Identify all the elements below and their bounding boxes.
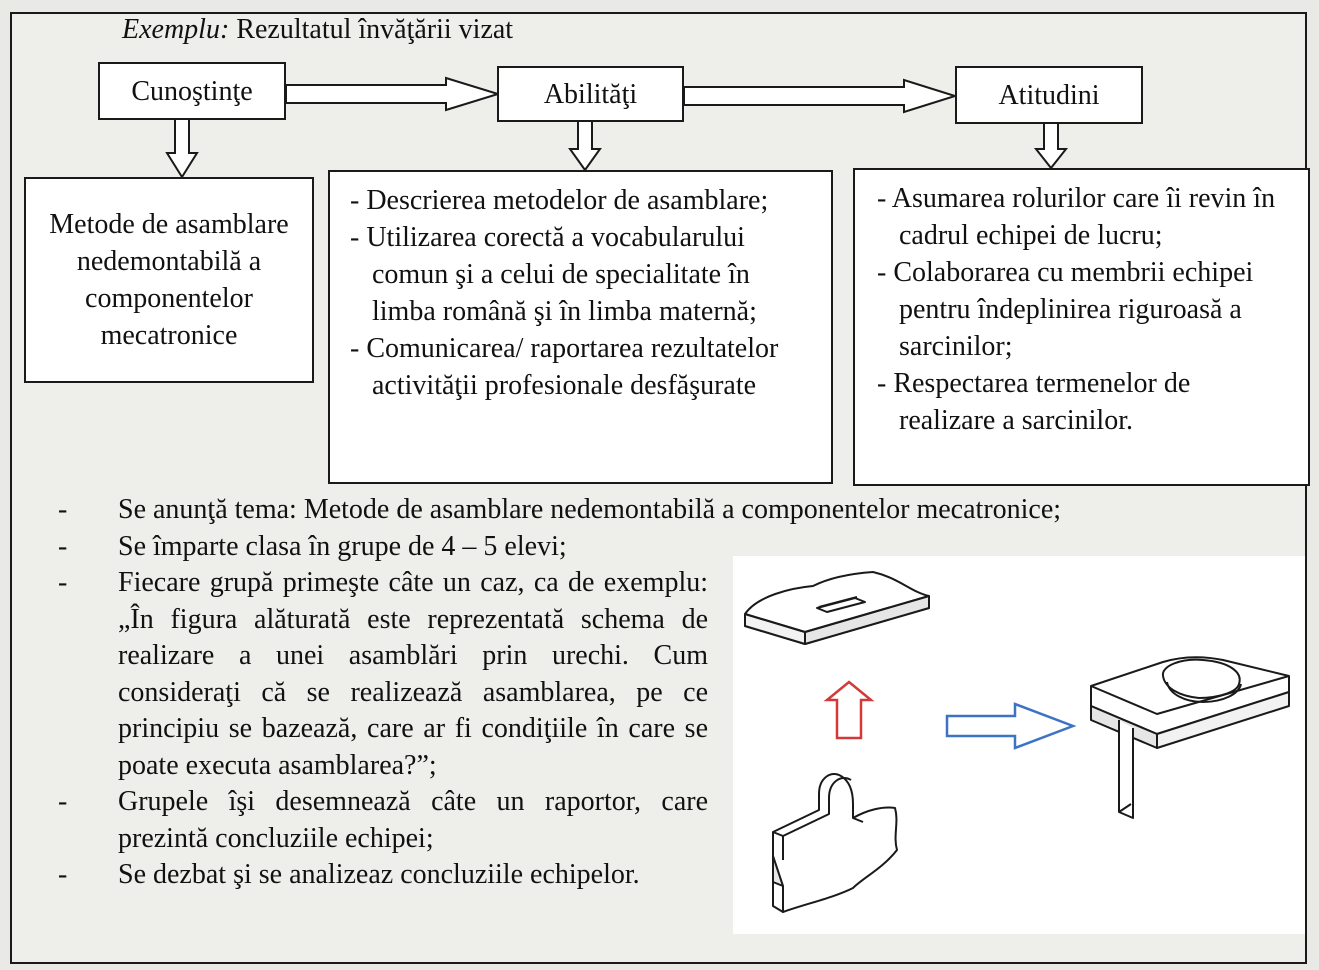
example-title: Exemplu: Rezultatul învăţării vizat: [122, 14, 513, 46]
skills-item: - Descrierea metodelor de asamblare;: [350, 185, 769, 216]
attitudes-item: - Asumarea rolurilor care îi revin în ca…: [877, 183, 1276, 251]
example-title-text: Rezultatul învăţării vizat: [236, 14, 514, 45]
step-bullet: -: [58, 494, 68, 525]
step-bullet: -: [58, 859, 68, 890]
activity-steps-list: - Se anunţă tema: Metode de asamblare ne…: [58, 492, 1298, 894]
step-text: Se anunţă tema: Metode de asamblare nede…: [118, 494, 1062, 525]
attitudes-item: - Colaborarea cu membrii echipei pentru …: [877, 257, 1254, 362]
red-up-arrow: [823, 680, 875, 740]
blue-right-arrow: [945, 702, 1077, 750]
activity-step: - Fiecare grupă primeşte câte un caz, ca…: [58, 565, 708, 784]
activity-step: - Se împarte clasa în grupe de 4 – 5 ele…: [58, 529, 1298, 566]
slotted-plate-figure: [744, 571, 930, 645]
assembly-illustration: [733, 556, 1305, 934]
knowledge-header-label: Cunoştinţe: [131, 75, 253, 107]
skills-header-box: Abilităţi: [497, 66, 684, 122]
knowledge-content-text: Metode de asamblare nedemontabilă a comp…: [49, 209, 289, 351]
skills-item: - Utilizarea corectă a vocabularului com…: [350, 222, 757, 327]
knowledge-content-box: Metode de asamblare nedemontabilă a comp…: [24, 177, 314, 383]
attitudes-header-label: Atitudini: [998, 79, 1100, 111]
skills-header-label: Abilităţi: [543, 78, 638, 110]
skills-item: - Comunicarea/ raportarea rezultatelor a…: [350, 333, 779, 401]
attitudes-content-box: - Asumarea rolurilor care îi revin în ca…: [853, 168, 1310, 486]
step-bullet: -: [58, 530, 68, 562]
tab-part-figure: [772, 773, 898, 913]
activity-step: - Se dezbat şi se analizeaz concluziile …: [58, 857, 708, 894]
attitudes-header-box: Atitudini: [955, 66, 1143, 124]
step-text: Se dezbat şi se analizeaz concluziile ec…: [118, 859, 640, 890]
knowledge-header-box: Cunoştinţe: [98, 62, 286, 120]
skills-content-box: - Descrierea metodelor de asamblare; - U…: [328, 170, 833, 484]
activity-step: - Grupele îşi desemnează câte un raporto…: [58, 784, 708, 857]
tab-assembly-drawing: [744, 571, 1290, 913]
activity-step: - Se anunţă tema: Metode de asamblare ne…: [58, 492, 1298, 529]
step-text: Grupele îşi desemnează câte un raportor,…: [118, 786, 708, 854]
step-text: Fiecare grupă primeşte câte un caz, ca d…: [118, 567, 708, 781]
step-bullet: -: [58, 786, 68, 817]
example-prefix: Exemplu:: [122, 14, 230, 45]
step-text: Se împarte clasa în grupe de 4 – 5 elevi…: [118, 530, 567, 562]
assembled-joint-figure: [1090, 656, 1290, 819]
step-bullet: -: [58, 567, 68, 598]
attitudes-item: - Respectarea termenelor de realizare a …: [877, 368, 1191, 436]
